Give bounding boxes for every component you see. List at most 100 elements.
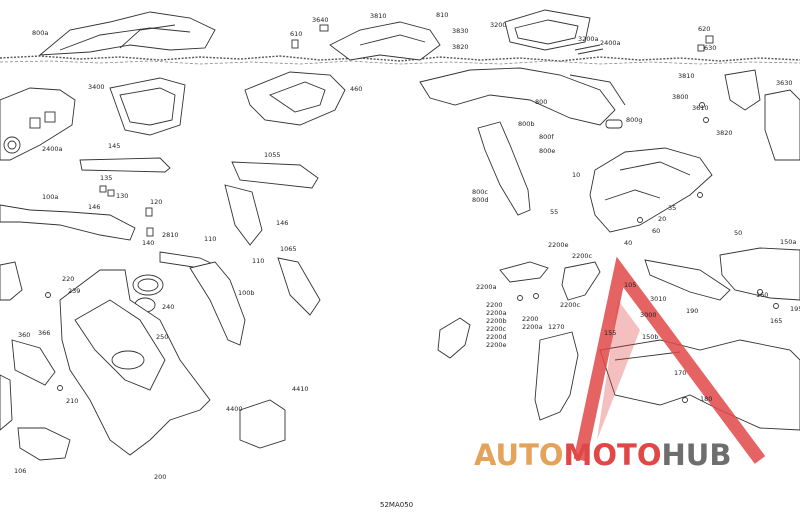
watermark-hub: HUB [661, 438, 732, 472]
callout-366: 366 [38, 329, 51, 337]
callout-130: 130 [116, 192, 129, 200]
callout-2200a-list: 2200a [486, 309, 507, 317]
callout-170: 170 [674, 369, 687, 377]
part-460 [244, 71, 346, 126]
callout-3820a: 3820 [452, 43, 469, 51]
part-100b [189, 261, 246, 346]
part-2200e [499, 261, 549, 283]
callout-150b: 150b [642, 333, 659, 341]
callout-105: 105 [624, 281, 637, 289]
part-800g [605, 119, 623, 129]
callout-3810: 3810 [370, 12, 387, 20]
part-1270 [534, 331, 579, 421]
part-200 [59, 269, 211, 456]
callout-20: 20 [658, 215, 667, 223]
callout-2200e: 2200e [548, 241, 569, 249]
callout-120: 120 [150, 198, 163, 206]
callout-3400: 3400 [88, 83, 105, 91]
callout-810: 810 [436, 11, 449, 19]
callout-1270: 1270 [548, 323, 565, 331]
callout-2400a-top: 2400a [600, 39, 621, 47]
callout-2810: 2810 [162, 231, 179, 239]
part-360 [11, 339, 56, 386]
callout-2200-right: 2200 [522, 315, 539, 323]
callout-2200b: 2200b [486, 317, 507, 325]
part-150a [719, 247, 800, 301]
callout-2200c-mid: 2200c [560, 301, 581, 309]
callout-800d: 800d [472, 196, 489, 204]
watermark-logo: AUTOMOTOHUB [474, 438, 731, 472]
callout-55: 55 [550, 208, 559, 216]
callout-800a: 800a [32, 29, 49, 37]
diagram-code: 52MA050 [380, 501, 414, 509]
part-800 [419, 67, 616, 126]
part-145 [79, 157, 171, 173]
part-146 [224, 184, 263, 246]
callout-106: 106 [14, 467, 27, 475]
callout-3610: 3610 [692, 104, 709, 112]
callout-2400a: 2400a [42, 145, 63, 153]
callout-2200a-right: 2200a [522, 323, 543, 331]
callout-146: 146 [88, 203, 101, 211]
part-240 [132, 274, 164, 296]
callout-630: 630 [704, 44, 717, 52]
part-800c [477, 121, 531, 216]
callout-100a: 100a [42, 193, 59, 201]
callout-2200e-list: 2200e [486, 341, 507, 349]
callout-100b: 100b [238, 289, 255, 297]
callout-110b: 110 [252, 257, 265, 265]
part-3400 [109, 77, 186, 136]
callout-146b: 146 [276, 219, 289, 227]
watermark-auto: AUTO [474, 438, 564, 472]
callout-800b: 800b [518, 120, 535, 128]
callout-50: 50 [734, 229, 743, 237]
watermark-triangle [573, 256, 766, 464]
callout-10: 10 [572, 171, 581, 179]
callout-2200d: 2200d [486, 333, 507, 341]
callout-35: 35 [668, 204, 677, 212]
callout-800f: 800f [539, 133, 554, 141]
callout-180: 180 [700, 395, 713, 403]
callout-3200: 3200 [490, 21, 507, 29]
torn-edge-divider [0, 55, 800, 65]
callout-3820: 3820 [716, 129, 733, 137]
callout-610: 610 [290, 30, 303, 38]
callout-160: 160 [756, 291, 769, 299]
callout-190: 190 [686, 307, 699, 315]
callout-145: 145 [108, 142, 121, 150]
part-3640 [319, 24, 329, 32]
callout-3630: 3630 [776, 79, 793, 87]
part-10 [589, 147, 713, 233]
callout-620: 620 [698, 25, 711, 33]
callout-1055: 1055 [264, 151, 281, 159]
callout-200: 200 [154, 473, 167, 481]
callout-3830: 3830 [452, 27, 469, 35]
callout-140: 140 [142, 239, 155, 247]
callout-800g: 800g [626, 116, 643, 124]
part-800a [38, 11, 216, 56]
callout-3200a: 3200a [578, 35, 599, 43]
part-630 [697, 44, 705, 52]
callout-3640: 3640 [312, 16, 329, 24]
callout-165: 165 [770, 317, 783, 325]
part-1055 [231, 161, 319, 189]
part-3800 [724, 69, 761, 111]
callout-155: 155 [604, 329, 617, 337]
callout-2200c: 2200c [486, 325, 507, 333]
part-610 [291, 39, 299, 49]
callout-1065: 1065 [280, 245, 297, 253]
callout-2200a: 2200a [476, 283, 497, 291]
part-620 [705, 35, 714, 44]
callout-40: 40 [624, 239, 633, 247]
callout-4410: 4410 [292, 385, 309, 393]
callout-4400: 4400 [226, 405, 243, 413]
callout-800c: 800c [472, 188, 488, 196]
callout-3010: 3010 [650, 295, 667, 303]
callout-60: 60 [652, 227, 661, 235]
part-4400 [239, 399, 286, 449]
callout-195: 195 [790, 305, 800, 313]
callout-2200c-top: 2200c [572, 252, 593, 260]
part-1065 [277, 257, 321, 316]
